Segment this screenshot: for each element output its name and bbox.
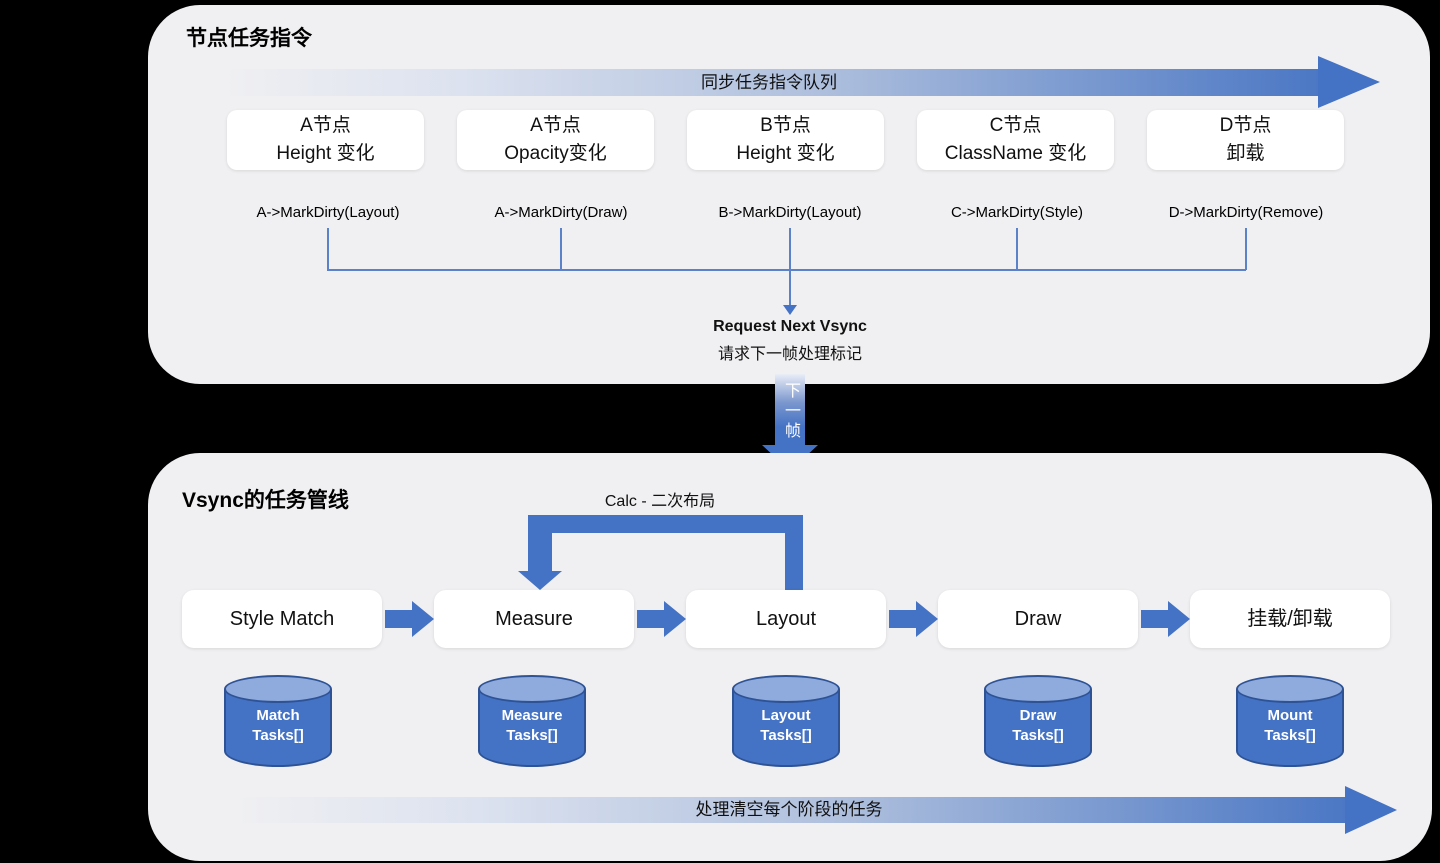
- calc-loop-left-segment: [528, 515, 552, 571]
- request-next-vsync-label: Request Next Vsync: [713, 318, 867, 335]
- stage-box-mount: 挂载/卸载: [1190, 590, 1390, 648]
- node-box-a-opacity: A节点 Opacity变化: [457, 110, 654, 170]
- cylinder-label-line2: Tasks[]: [252, 727, 304, 744]
- cylinder-label-line2: Tasks[]: [1012, 727, 1064, 744]
- node-box-line1: B节点: [760, 115, 811, 136]
- stage-box-style-match: Style Match: [182, 590, 382, 648]
- markdirty-label-c-style: C->MarkDirty(Style): [950, 204, 1084, 221]
- markdirty-label-a-layout: A->MarkDirty(Layout): [256, 204, 400, 221]
- bracket-tick: [560, 228, 562, 270]
- stage-arrowhead-icon: [1168, 601, 1190, 637]
- cylinder-measure-tasks: Measure Tasks[]: [478, 675, 586, 767]
- stage-box-layout: Layout: [686, 590, 886, 648]
- stage-arrowhead-icon: [412, 601, 434, 637]
- cylinder-layout-tasks: Layout Tasks[]: [732, 675, 840, 767]
- stage-box-draw: Draw: [938, 590, 1138, 648]
- cylinder-label: Draw Tasks[]: [984, 706, 1092, 746]
- sync-queue-arrow-label: 同步任务指令队列: [701, 73, 837, 92]
- bracket-tick: [789, 228, 791, 270]
- node-box-c-classname: C节点 ClassName 变化: [917, 110, 1114, 170]
- node-box-line2: ClassName 变化: [944, 143, 1087, 164]
- cylinder-mount-tasks: Mount Tasks[]: [1236, 675, 1344, 767]
- node-box-line1: C节点: [989, 115, 1042, 136]
- vsync-pipeline-panel-title: Vsync的任务管线: [182, 489, 349, 512]
- node-box-line2: 卸载: [1226, 143, 1265, 164]
- cylinder-label-line2: Tasks[]: [1264, 727, 1316, 744]
- process-clear-arrowhead-icon: [1345, 786, 1397, 834]
- stage-arrow: [1141, 610, 1168, 628]
- stage-arrow: [889, 610, 916, 628]
- sync-queue-arrowhead-icon: [1318, 56, 1380, 108]
- sync-queue-arrow: 同步任务指令队列: [220, 69, 1318, 96]
- node-box-line2: Opacity变化: [504, 143, 607, 164]
- node-box-line1: A节点: [530, 115, 581, 136]
- cylinder-label: Match Tasks[]: [224, 706, 332, 746]
- cylinder-label: Layout Tasks[]: [732, 706, 840, 746]
- vsync-request-stem: [789, 269, 791, 305]
- cylinder-label: Measure Tasks[]: [478, 706, 586, 746]
- bracket-horizontal-line: [327, 269, 1246, 271]
- cylinder-label-line1: Mount: [1267, 707, 1313, 724]
- process-clear-arrow-label: 处理清空每个阶段的任务: [695, 800, 883, 819]
- cylinder-draw-tasks: Draw Tasks[]: [984, 675, 1092, 767]
- markdirty-label-a-draw: A->MarkDirty(Draw): [494, 204, 628, 221]
- cylinder-label-line2: Tasks[]: [506, 727, 558, 744]
- cylinder-label: Mount Tasks[]: [1236, 706, 1344, 746]
- node-box-d-unmount: D节点 卸载: [1147, 110, 1344, 170]
- calc-loop-right-segment: [785, 515, 803, 591]
- stage-arrow: [385, 610, 412, 628]
- cylinder-label-line1: Layout: [761, 707, 811, 724]
- stage-arrow: [637, 610, 664, 628]
- request-next-vsync-label-zh: 请求下一帧处理标记: [717, 346, 862, 363]
- node-box-b-height: B节点 Height 变化: [687, 110, 884, 170]
- calc-loop-label: Calc - 二次布局: [604, 493, 716, 510]
- node-box-line1: D节点: [1219, 115, 1272, 136]
- cylinder-top: [732, 675, 840, 703]
- bracket-tick: [1245, 228, 1247, 270]
- next-frame-arrow: [775, 374, 805, 445]
- bracket-tick: [327, 228, 329, 270]
- node-box-line2: Height 变化: [276, 143, 375, 164]
- cylinder-label-line1: Match: [256, 707, 300, 724]
- node-task-panel-title: 节点任务指令: [186, 27, 312, 50]
- cylinder-label-line1: Measure: [501, 707, 563, 724]
- vsync-request-arrowhead-icon: [783, 305, 797, 315]
- node-box-line2: Height 变化: [736, 143, 835, 164]
- cylinder-top: [984, 675, 1092, 703]
- calc-loop-arrowhead-icon: [518, 571, 562, 590]
- node-box-line1: A节点: [300, 115, 351, 136]
- process-clear-arrow: 处理清空每个阶段的任务: [233, 797, 1345, 823]
- cylinder-top: [1236, 675, 1344, 703]
- cylinder-match-tasks: Match Tasks[]: [224, 675, 332, 767]
- cylinder-top: [478, 675, 586, 703]
- stage-arrowhead-icon: [916, 601, 938, 637]
- markdirty-label-b-layout: B->MarkDirty(Layout): [718, 204, 862, 221]
- node-task-panel: [148, 5, 1430, 384]
- cylinder-label-line2: Tasks[]: [760, 727, 812, 744]
- cylinder-top: [224, 675, 332, 703]
- stage-arrowhead-icon: [664, 601, 686, 637]
- stage-box-measure: Measure: [434, 590, 634, 648]
- calc-loop-horizontal-segment: [528, 515, 803, 533]
- bracket-tick: [1016, 228, 1018, 270]
- node-box-a-height: A节点 Height 变化: [227, 110, 424, 170]
- markdirty-label-d-remove: D->MarkDirty(Remove): [1168, 204, 1324, 221]
- next-frame-arrow-label: 下一帧: [782, 382, 799, 442]
- cylinder-label-line1: Draw: [1019, 707, 1057, 724]
